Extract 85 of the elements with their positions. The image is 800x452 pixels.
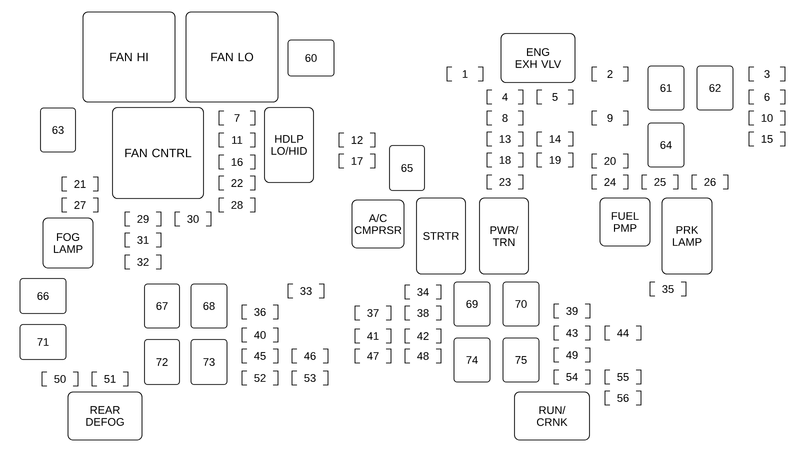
fuse-slot: 2: [592, 66, 628, 82]
fuse-slot: 39: [554, 304, 590, 318]
relay-box: HDLP LO/HID: [264, 107, 314, 183]
fuse-slot: 11: [218, 132, 256, 148]
fuse-slot: 41: [354, 328, 392, 344]
fuse-slot: 52: [242, 370, 278, 386]
mini-relay-box: 71: [20, 324, 66, 360]
fuse-slot: 5: [536, 90, 574, 104]
fuse-slot: 33: [288, 284, 324, 298]
mini-relay-box: 67: [144, 284, 180, 328]
fuse-slot: 43: [554, 326, 590, 340]
relay-box: A/C CMPRSR: [352, 200, 404, 248]
mini-relay-box: 66: [20, 278, 66, 314]
fuse-slot: 46: [292, 348, 328, 364]
fuse-slot: 35: [650, 282, 686, 296]
fuse-slot: 54: [554, 370, 590, 384]
fuse-slot: 40: [242, 328, 278, 342]
mini-relay-box: 62: [696, 66, 734, 110]
fuse-slot: 28: [218, 198, 256, 212]
fuse-slot: 44: [604, 326, 642, 340]
mini-relay-box: 64: [648, 122, 684, 168]
fuse-slot: 32: [124, 254, 162, 270]
fuse-slot: 18: [486, 152, 524, 168]
relay-box: FAN CNTRL: [112, 107, 204, 199]
mini-relay-box: 75: [502, 338, 540, 382]
fuse-slot: 20: [592, 154, 628, 168]
mini-relay-box: 65: [389, 145, 425, 191]
fuse-slot: 50: [42, 372, 78, 386]
fuse-slot: 56: [604, 390, 642, 406]
fuse-slot: 38: [404, 306, 442, 320]
relay-box: PWR/ TRN: [479, 198, 529, 274]
fuse-slot: 31: [124, 232, 162, 248]
mini-relay-box: 60: [288, 40, 334, 76]
mini-relay-box: 68: [190, 284, 228, 328]
fuse-slot: 14: [536, 132, 574, 146]
relay-box: RUN/ CRNK: [514, 392, 590, 440]
fuse-slot: 6: [748, 90, 786, 104]
fuse-slot: 34: [404, 284, 442, 300]
fuse-slot: 17: [338, 154, 376, 168]
fuse-slot: 47: [354, 348, 392, 364]
relay-box: FAN HI: [82, 12, 176, 102]
fuse-slot: 7: [218, 110, 256, 126]
mini-relay-box: 74: [454, 338, 490, 382]
mini-relay-box: 73: [190, 339, 228, 385]
relay-box: REAR DEFOG: [68, 392, 142, 440]
fuse-slot: 19: [536, 152, 574, 168]
relay-box: STRTR: [416, 198, 466, 274]
relay-box: FUEL PMP: [600, 198, 650, 246]
fuse-slot: 4: [486, 90, 524, 104]
fuse-slot: 10: [748, 110, 786, 126]
fuse-slot: 55: [604, 370, 642, 384]
fuse-slot: 49: [554, 348, 590, 362]
mini-relay-box: 72: [144, 339, 180, 385]
fuse-slot: 24: [592, 174, 628, 190]
fuse-slot: 3: [748, 66, 786, 82]
relay-box: PRK LAMP: [662, 198, 712, 274]
mini-relay-box: 69: [454, 282, 490, 326]
fuse-slot: 9: [592, 110, 628, 126]
fuse-slot: 23: [486, 174, 524, 190]
fuse-slot: 8: [486, 110, 524, 126]
fuse-slot: 29: [124, 212, 162, 226]
fuse-slot: 12: [338, 132, 376, 148]
fuse-slot: 1: [446, 66, 484, 82]
relay-box: FAN LO: [186, 12, 278, 102]
mini-relay-box: 63: [40, 108, 76, 152]
fuse-slot: 30: [174, 212, 212, 226]
relay-box: FOG LAMP: [42, 218, 94, 268]
fuse-slot: 25: [642, 174, 678, 190]
relay-box: ENG EXH VLV: [500, 33, 576, 83]
mini-relay-box: 70: [502, 282, 540, 326]
fuse-slot: 36: [242, 304, 278, 320]
fuse-slot: 27: [62, 198, 98, 212]
fuse-slot: 26: [692, 174, 728, 190]
fuse-slot: 53: [292, 370, 328, 386]
fuse-slot: 13: [486, 132, 524, 146]
mini-relay-box: 61: [648, 66, 684, 110]
fuse-slot: 15: [748, 132, 786, 146]
fuse-slot: 42: [404, 328, 442, 344]
fuse-slot: 45: [242, 348, 278, 364]
fuse-slot: 48: [404, 348, 442, 364]
fuse-slot: 51: [92, 372, 128, 386]
fuse-slot: 37: [354, 306, 392, 320]
fuse-slot: 22: [218, 176, 256, 190]
fuse-slot: 16: [218, 154, 256, 170]
fuse-slot: 21: [62, 176, 98, 192]
